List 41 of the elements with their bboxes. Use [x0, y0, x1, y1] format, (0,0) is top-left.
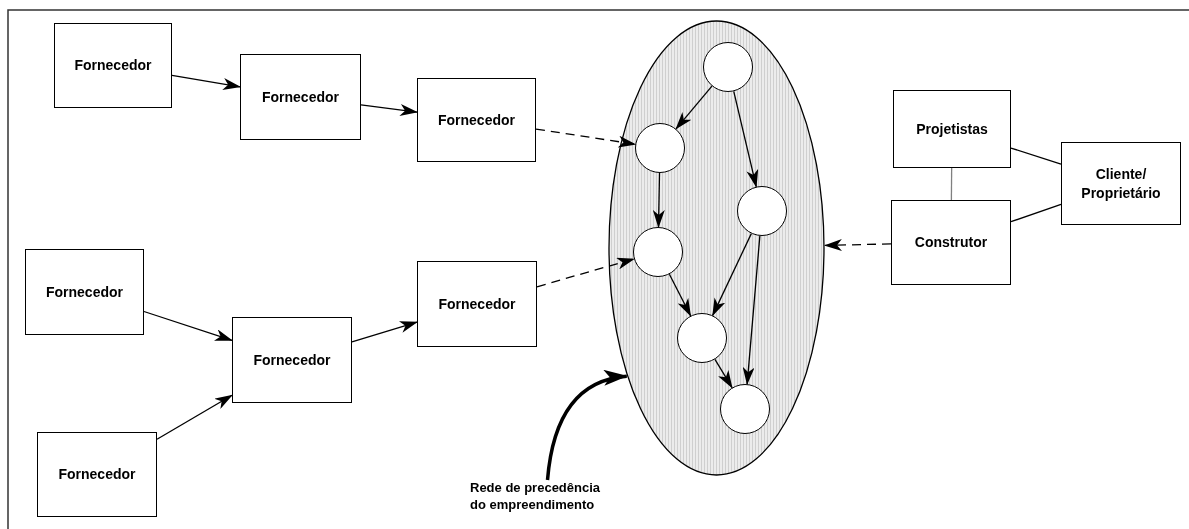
box-label: Cliente/ Proprietário [1080, 164, 1162, 203]
box-label: Construtor [913, 233, 989, 252]
arrow [824, 239, 892, 252]
leader-arrow [545, 371, 628, 481]
arrow [714, 358, 733, 389]
supplier-box [232, 317, 352, 403]
arrow [675, 85, 713, 130]
arrow [742, 235, 761, 386]
box-label: Fornecedor [45, 282, 124, 302]
box-label: Fornecedor [437, 110, 516, 130]
box-label: Fornecedor [57, 465, 137, 484]
arrow [171, 74, 241, 90]
box-label: Fornecedor [261, 87, 340, 107]
precedence-network-ellipse [608, 20, 825, 476]
supplier-box [417, 78, 536, 162]
party-box [1061, 142, 1181, 225]
arrow [360, 104, 418, 116]
arrow [351, 321, 418, 343]
arrow [733, 90, 759, 188]
box-label: Fornecedor [73, 56, 153, 75]
supplier-box [37, 432, 157, 517]
annotation-text: Rede de precedência do empreendimento [470, 480, 602, 514]
box-label: Fornecedor [437, 294, 517, 314]
supplier-box [54, 23, 172, 108]
box-label: Fornecedor [252, 350, 332, 370]
arrow [156, 394, 233, 440]
connector-line [1010, 203, 1062, 223]
arrow [712, 232, 752, 317]
supplier-box [25, 249, 144, 335]
supplier-box [240, 54, 361, 140]
connector-line [950, 167, 953, 201]
arrow [668, 273, 692, 317]
party-box [893, 90, 1011, 168]
box-label: Projetistas [915, 119, 989, 139]
arrow [536, 257, 635, 288]
arrow [652, 172, 665, 228]
connector-line [1010, 147, 1062, 165]
arrow [143, 310, 233, 341]
arrow [535, 128, 637, 148]
supplier-box [417, 261, 537, 347]
party-box [891, 200, 1011, 285]
